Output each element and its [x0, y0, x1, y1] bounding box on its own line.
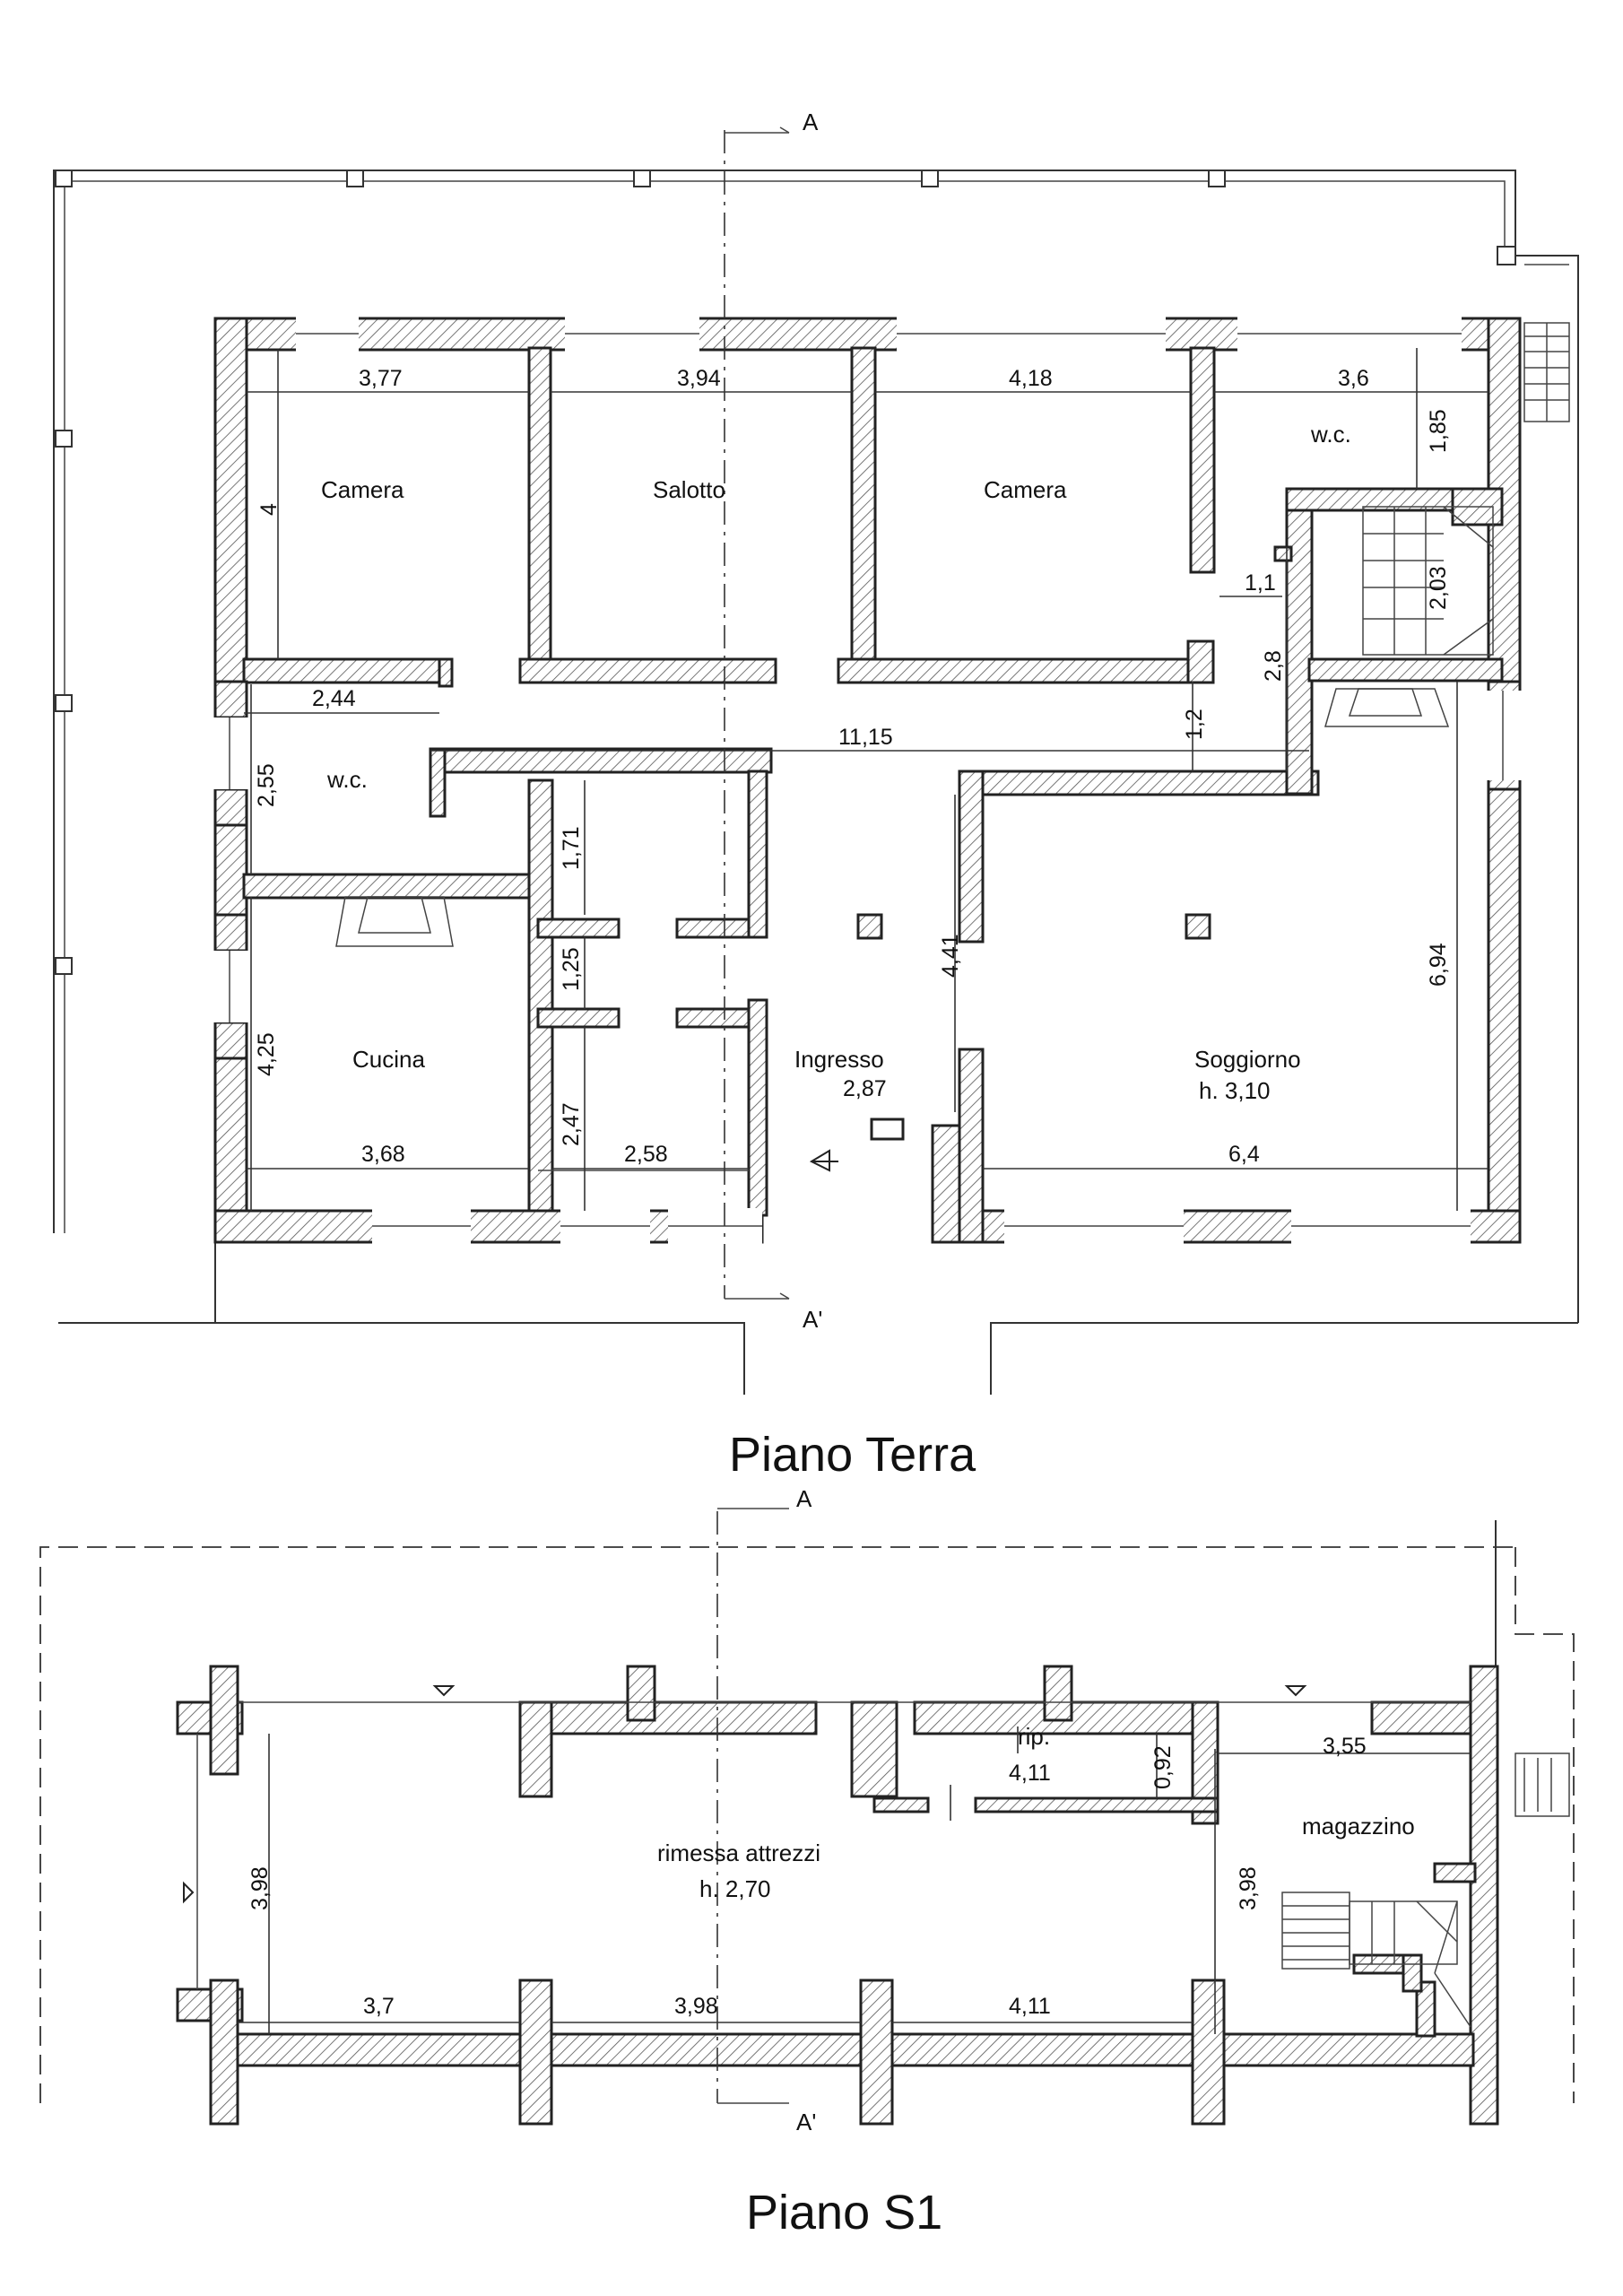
basement-plan — [39, 1508, 1575, 2126]
openings — [212, 316, 1523, 1244]
dim-soggiorno-width: 6,4 — [1228, 1142, 1260, 1167]
dim-salotto-width: 3,94 — [677, 366, 721, 391]
room-label-rimessa-height: h. 2,70 — [699, 1875, 771, 1902]
dim-magazzino-depth: 3,98 — [1236, 1866, 1261, 1910]
dim-wc-2-height: 2,55 — [254, 763, 279, 807]
dim-cucina-height: 4,25 — [254, 1032, 279, 1076]
dim-rip-depth: 0,92 — [1150, 1745, 1176, 1789]
dim-landing: 1,1 — [1245, 570, 1276, 596]
basement-title: Piano S1 — [746, 2186, 942, 2239]
section-axis-ground — [724, 126, 790, 1300]
dim-corridor-length: 11,15 — [838, 725, 893, 750]
section-mark-bottom-basement: A' — [796, 2109, 816, 2135]
dim-room-small-height: 2,47 — [559, 1102, 584, 1146]
dim-magazzino-width: 3,55 — [1323, 1734, 1367, 1759]
dim-rip-width: 4,11 — [1009, 1761, 1051, 1786]
room-label-wc-1: w.c. — [1310, 421, 1351, 448]
dimension-lines — [244, 348, 1488, 1211]
dim-corridor-width: 1,2 — [1182, 709, 1207, 740]
room-label-magazzino: magazzino — [1302, 1813, 1415, 1839]
basement-stair — [1281, 1892, 1471, 2028]
room-label-camera-2: Camera — [984, 476, 1067, 503]
ground-stair — [1362, 506, 1494, 656]
dim-passage: 1,25 — [559, 947, 584, 991]
room-label-cucina: Cucina — [352, 1046, 425, 1073]
dim-wc-1-height: 1,85 — [1426, 409, 1451, 453]
room-label-soggiorno: Soggiorno — [1194, 1046, 1301, 1073]
dim-closet-1: 1,71 — [559, 826, 584, 870]
terrace-outline — [53, 170, 1579, 1395]
room-label-rimessa: rimessa attrezzi — [657, 1839, 820, 1866]
room-label-soggiorno-height: h. 3,10 — [1199, 1077, 1271, 1104]
dim-camera-2-width: 4,18 — [1009, 366, 1053, 391]
room-label-wc-2: w.c. — [326, 766, 368, 793]
dim-corridor-side: 2,8 — [1261, 650, 1286, 682]
section-axis-basement — [716, 1508, 789, 2104]
ground-floor-plan — [53, 126, 1579, 1395]
room-label-ripostiglio: rip. — [1018, 1723, 1050, 1750]
basement-walls — [176, 1665, 1499, 2126]
interior-walls — [213, 346, 1522, 1244]
room-label-camera-1: Camera — [321, 476, 404, 503]
dim-cucina-width: 3,68 — [361, 1142, 405, 1167]
dim-room-small-width: 2,58 — [624, 1142, 668, 1167]
basement-dimension-lines — [238, 1726, 1471, 2034]
section-mark-top-ground: A — [803, 109, 819, 135]
dim-wc-1-width: 3,6 — [1338, 366, 1369, 391]
section-mark-bottom-ground: A' — [803, 1306, 822, 1333]
fixtures — [335, 506, 1494, 1172]
section-mark-top-basement: A — [796, 1485, 812, 1512]
dim-stair-width: 2,03 — [1426, 566, 1451, 610]
dim-bay-3: 4,11 — [1009, 1994, 1051, 2019]
dim-bay-2: 3,98 — [674, 1994, 718, 2019]
dim-ingresso-width: 2,87 — [843, 1076, 887, 1101]
dim-soggiorno-height: 6,94 — [1426, 943, 1451, 987]
dim-rimessa-depth-left: 3,98 — [247, 1866, 273, 1910]
dim-wc-2-width: 2,44 — [312, 686, 356, 711]
room-label-ingresso: Ingresso — [794, 1046, 884, 1073]
dim-ingresso-height: 4,41 — [938, 934, 963, 978]
dim-camera-1-height: 4 — [256, 503, 282, 516]
ground-floor-title: Piano Terra — [729, 1428, 976, 1482]
dim-bay-1: 3,7 — [363, 1994, 395, 2019]
dim-camera-1-width: 3,77 — [359, 366, 403, 391]
room-label-salotto: Salotto — [653, 476, 725, 503]
basement-fixtures — [183, 1685, 1471, 2028]
